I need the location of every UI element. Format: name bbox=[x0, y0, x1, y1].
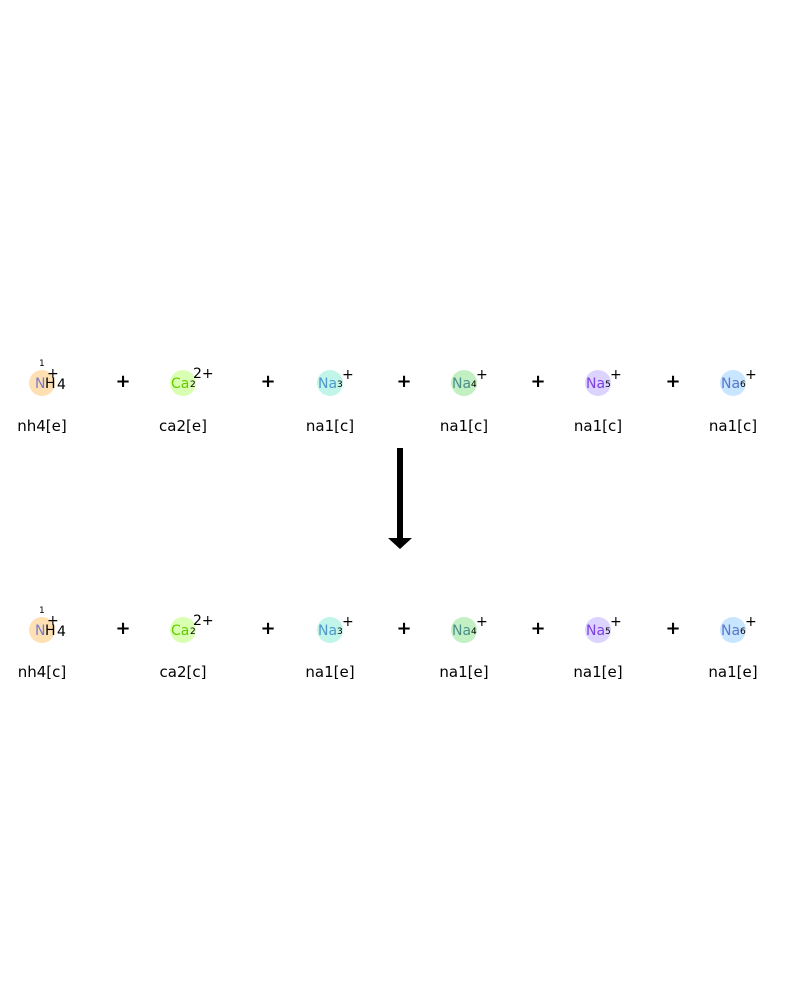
charge-label: + bbox=[476, 367, 488, 383]
charge-label: + bbox=[342, 614, 354, 630]
product-label: nh4[c] bbox=[17, 663, 67, 681]
element-symbol: Na bbox=[721, 623, 741, 639]
atom-highlight bbox=[720, 370, 746, 396]
product-label: na1[e] bbox=[573, 663, 623, 681]
atom-highlight bbox=[29, 370, 55, 396]
element-symbol: Na bbox=[586, 376, 606, 392]
product-label: ca2[c] bbox=[159, 663, 207, 681]
charge-label: + bbox=[610, 614, 622, 630]
reactant-label: ca2[e] bbox=[159, 417, 207, 435]
plus-sign: + bbox=[260, 618, 276, 639]
atom-index: 1 bbox=[39, 359, 45, 369]
atom-index: 5 bbox=[605, 380, 611, 390]
atom-highlight bbox=[451, 370, 477, 396]
charge-label: + bbox=[342, 367, 354, 383]
element-symbol: N bbox=[35, 376, 46, 392]
atom-index: 4 bbox=[471, 627, 477, 637]
element-symbol-rest: H bbox=[45, 376, 56, 392]
charge-label: 2+ bbox=[193, 366, 214, 382]
atom-highlight bbox=[317, 370, 343, 396]
plus-sign: + bbox=[530, 618, 546, 639]
element-symbol: Na bbox=[318, 376, 338, 392]
reactant-label: na1[c] bbox=[305, 417, 355, 435]
atom-index: 2 bbox=[190, 380, 196, 390]
atom-index: 6 bbox=[740, 627, 746, 637]
charge-label: + bbox=[745, 614, 757, 630]
reaction-arrow-shaft bbox=[397, 448, 403, 540]
reactant-label: na1[c] bbox=[439, 417, 489, 435]
atom-index: 6 bbox=[740, 380, 746, 390]
atom-highlight bbox=[585, 617, 611, 643]
formula-subscript: 4 bbox=[57, 624, 66, 640]
element-symbol-rest: H bbox=[45, 623, 56, 639]
atom-index: 2 bbox=[190, 627, 196, 637]
atom-highlight bbox=[170, 617, 196, 643]
atom-index: 5 bbox=[605, 627, 611, 637]
charge-label: 2+ bbox=[193, 613, 214, 629]
charge-label: + bbox=[610, 367, 622, 383]
atom-index: 3 bbox=[337, 380, 343, 390]
product-label: na1[e] bbox=[439, 663, 489, 681]
plus-sign: + bbox=[396, 371, 412, 392]
atom-index: 1 bbox=[39, 606, 45, 616]
plus-sign: + bbox=[665, 371, 681, 392]
element-symbol: Ca bbox=[171, 623, 190, 639]
element-symbol: Na bbox=[586, 623, 606, 639]
element-symbol: N bbox=[35, 623, 46, 639]
element-symbol: Na bbox=[318, 623, 338, 639]
atom-highlight bbox=[451, 617, 477, 643]
atom-index: 4 bbox=[471, 380, 477, 390]
plus-sign: + bbox=[665, 618, 681, 639]
plus-sign: + bbox=[115, 371, 131, 392]
product-label: na1[e] bbox=[708, 663, 758, 681]
atom-highlight bbox=[29, 617, 55, 643]
element-symbol: Ca bbox=[171, 376, 190, 392]
element-symbol: Na bbox=[721, 376, 741, 392]
plus-sign: + bbox=[260, 371, 276, 392]
plus-sign: + bbox=[530, 371, 546, 392]
atom-highlight bbox=[317, 617, 343, 643]
atom-index: 3 bbox=[337, 627, 343, 637]
reactant-label: na1[c] bbox=[573, 417, 623, 435]
charge-label: + bbox=[47, 613, 59, 629]
reactant-label: nh4[e] bbox=[17, 417, 67, 435]
product-label: na1[e] bbox=[305, 663, 355, 681]
element-symbol: Na bbox=[452, 376, 472, 392]
reactant-label: na1[c] bbox=[708, 417, 758, 435]
reaction-arrow-head bbox=[388, 538, 412, 549]
plus-sign: + bbox=[396, 618, 412, 639]
charge-label: + bbox=[47, 366, 59, 382]
charge-label: + bbox=[476, 614, 488, 630]
charge-label: + bbox=[745, 367, 757, 383]
atom-highlight bbox=[170, 370, 196, 396]
formula-subscript: 4 bbox=[57, 377, 66, 393]
atom-highlight bbox=[720, 617, 746, 643]
plus-sign: + bbox=[115, 618, 131, 639]
element-symbol: Na bbox=[452, 623, 472, 639]
atom-highlight bbox=[585, 370, 611, 396]
